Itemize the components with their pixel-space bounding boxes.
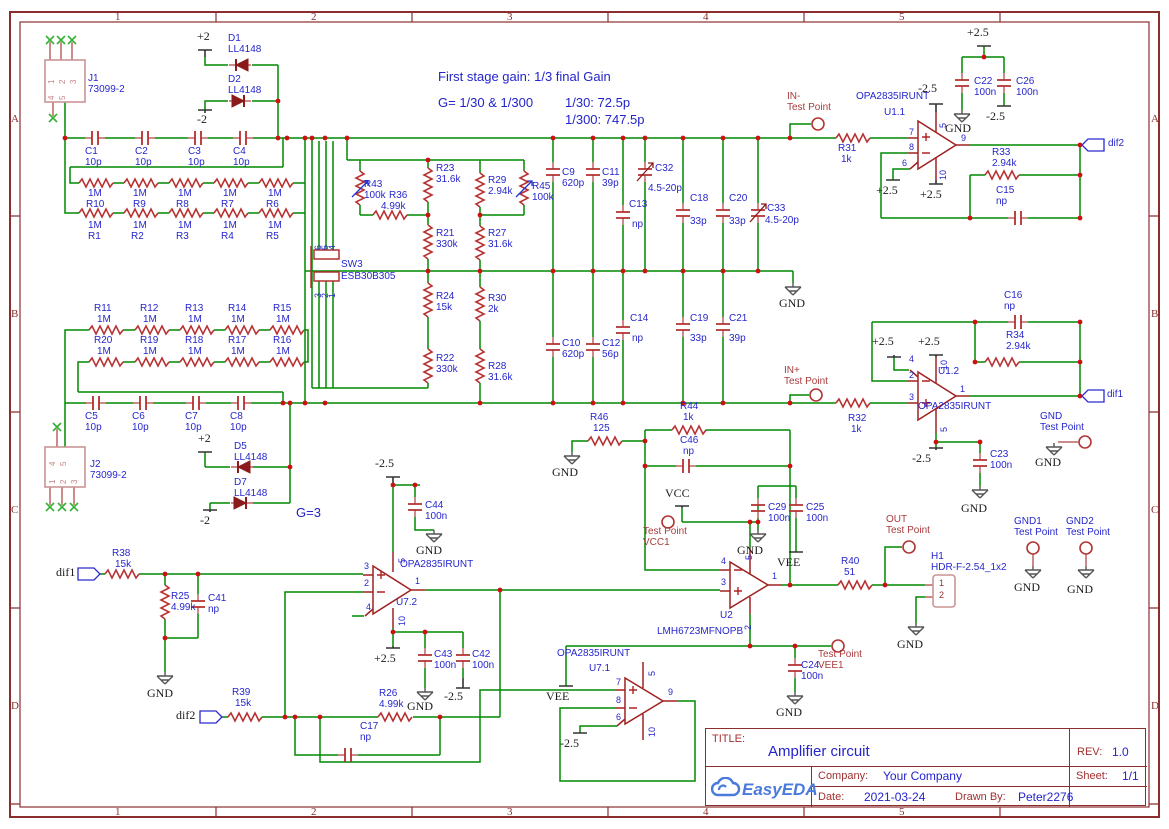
- easyeda-logo-icon: [711, 777, 741, 797]
- no-connect-marks: [45, 35, 79, 512]
- drawn-by-value: Peter2276: [1018, 790, 1074, 804]
- frame-row-A: A: [1151, 113, 1159, 125]
- sheet-label: Sheet:: [1076, 770, 1108, 782]
- capacitors: [84, 72, 1029, 763]
- frame-col-4: 4: [703, 806, 709, 818]
- schematic-title: Amplifier circuit: [768, 743, 870, 760]
- frame-row-D: D: [11, 700, 19, 712]
- frame-row-A: A: [11, 113, 19, 125]
- junction-dots: [62, 54, 1083, 720]
- ground-symbols: [156, 109, 1095, 705]
- frame-col-4: 4: [703, 11, 709, 23]
- sheet-frame: [9, 11, 1160, 818]
- frame-row-B: B: [1151, 308, 1159, 320]
- title-label: TITLE:: [712, 733, 746, 745]
- port-dif2-left: [199, 710, 223, 724]
- power-flags: [198, 45, 1011, 734]
- title-block: TITLE: Amplifier circuit REV: 1.0 Compan…: [705, 728, 1147, 807]
- connector-pins: [49, 42, 1087, 598]
- connector-H1: [932, 574, 956, 608]
- port-flags: [77, 138, 1105, 724]
- company-value: Your Company: [883, 769, 962, 783]
- opamp-symbols: [363, 112, 970, 740]
- frame-row-C: C: [11, 504, 19, 516]
- varcap-arrows: [636, 162, 767, 223]
- frame-col-2: 2: [311, 11, 317, 23]
- easyeda-logo-text: EasyEDA: [742, 780, 818, 799]
- rev-value: 1.0: [1112, 745, 1129, 759]
- port-dif2-right: [1081, 138, 1105, 152]
- drawn-by-label: Drawn By:: [955, 791, 1006, 803]
- frame-col-3: 3: [507, 11, 513, 23]
- date-label: Date:: [818, 791, 845, 803]
- frame-col-1: 1: [115, 806, 121, 818]
- frame-col-5: 5: [899, 11, 905, 23]
- frame-col-3: 3: [507, 806, 513, 818]
- resistors: [78, 133, 1020, 722]
- wire-net: [64, 46, 1082, 782]
- date-value: 2021-03-24: [864, 790, 926, 804]
- frame-col-5: 5: [899, 806, 905, 818]
- frame-col-1: 1: [115, 11, 121, 23]
- switch-SW3: [310, 246, 340, 288]
- frame-row-D: D: [1151, 700, 1159, 712]
- rev-label: REV:: [1077, 746, 1103, 758]
- sheet-value: 1/1: [1122, 769, 1139, 783]
- connector-J1: [44, 59, 86, 103]
- port-dif1-left: [77, 567, 101, 581]
- frame-col-2: 2: [311, 806, 317, 818]
- opamp-pin-stubs: [363, 112, 970, 740]
- frame-row-B: B: [11, 308, 19, 320]
- company-label: Company:: [818, 770, 869, 782]
- connector-J2: [44, 446, 86, 488]
- potentiometer-arrows: [351, 180, 533, 198]
- port-dif1-right: [1081, 389, 1105, 403]
- frame-row-C: C: [1151, 504, 1159, 516]
- opamp-polarity-marks: [377, 133, 930, 709]
